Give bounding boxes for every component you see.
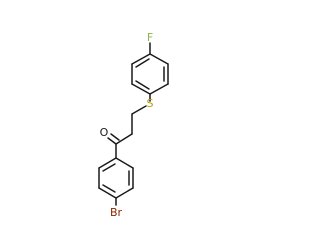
- fluorine-label: F: [147, 31, 153, 44]
- propanone-chain: [107, 105, 147, 159]
- bromophenyl-ring: [98, 157, 134, 199]
- fluorophenyl-ring: [131, 53, 169, 95]
- sulfur-label: S: [147, 97, 154, 110]
- molecule-structure: F S O Br: [98, 31, 169, 219]
- bromine-label: Br: [110, 206, 123, 219]
- structure-canvas: F S O Br: [98, 31, 169, 219]
- oxygen-label: O: [100, 126, 109, 139]
